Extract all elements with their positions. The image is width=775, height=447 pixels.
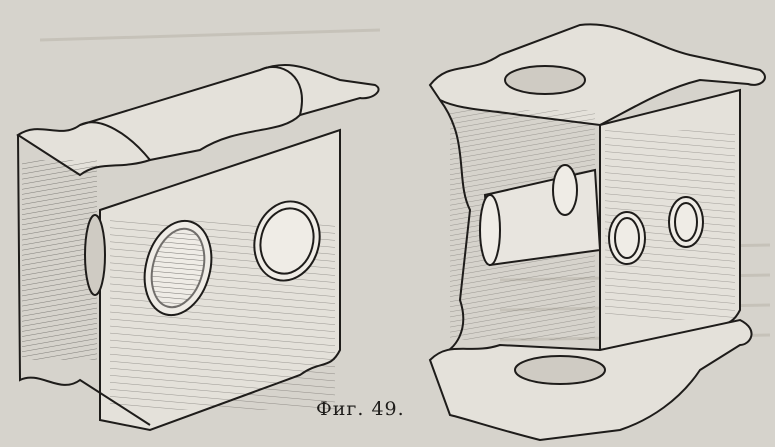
right-radiator-element [428,23,766,442]
figure-caption: Фиг. 49. [316,398,405,420]
left-radiator-element [16,63,380,432]
